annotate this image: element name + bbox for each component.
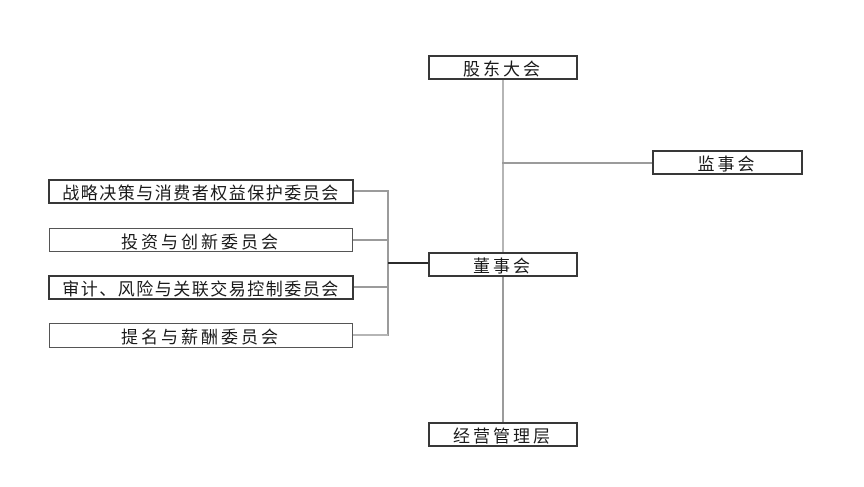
node-committee-nomination-remuneration: 提名与薪酬委员会: [49, 323, 353, 348]
connector-directors-management: [502, 277, 504, 422]
node-shareholders-meeting: 股东大会: [428, 55, 578, 80]
connector-committee-nomination: [353, 334, 388, 336]
node-committee-strategy-consumer-protection: 战略决策与消费者权益保护委员会: [48, 179, 354, 204]
node-board-of-supervisors: 监事会: [652, 150, 803, 175]
connector-branch-supervisors: [502, 162, 652, 164]
node-committee-investment-innovation: 投资与创新委员会: [49, 228, 353, 253]
connector-shareholders-directors: [502, 80, 504, 252]
node-committee-audit-risk-related-transactions: 审计、风险与关联交易控制委员会: [48, 275, 354, 300]
node-management-layer: 经营管理层: [428, 422, 578, 447]
connector-bus-directors: [388, 262, 428, 264]
connector-committee-investment: [353, 239, 388, 241]
connector-committee-strategy: [354, 190, 388, 192]
node-board-of-directors: 董事会: [428, 252, 578, 277]
connector-committee-audit: [354, 286, 388, 288]
